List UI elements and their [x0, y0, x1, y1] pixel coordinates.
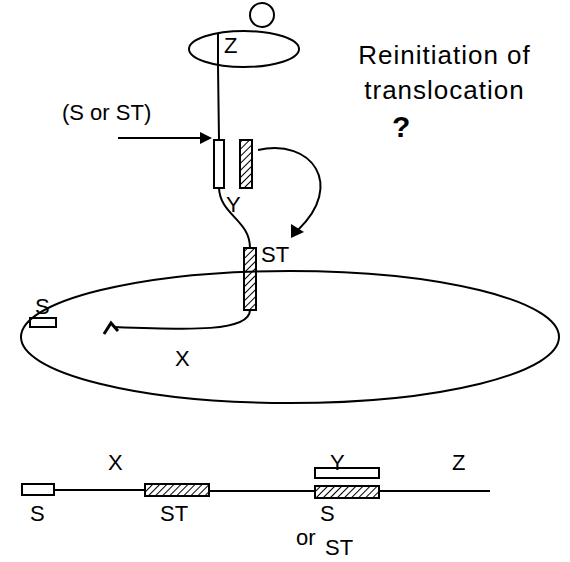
title-note: Reinitiation of translocation [322, 38, 567, 108]
stop-transfer-box [244, 248, 256, 310]
segment-label: ST [160, 503, 188, 525]
cleaved-signal-box [30, 318, 56, 327]
curved-arrow [258, 148, 321, 230]
pointer-arrow [118, 137, 202, 139]
chain-segment [379, 490, 490, 492]
node-text: S [35, 296, 50, 318]
node-text: Z [224, 35, 237, 57]
ribosome-bar [217, 33, 219, 66]
segment-label: or [296, 527, 316, 549]
ellipse-outline [20, 270, 560, 404]
segment-label: Y [330, 452, 345, 474]
chain-segment [54, 489, 145, 491]
chain-end-mark [104, 323, 118, 334]
segment-label: Y [226, 194, 241, 216]
segment-label: S [30, 503, 45, 525]
membrane-compartment: SX [20, 270, 560, 404]
signal-box [214, 140, 224, 188]
ribosome: Z [188, 30, 300, 68]
segment-label: X [108, 452, 123, 474]
stop-transfer-box [240, 140, 252, 188]
signal-box [22, 484, 54, 495]
arrow-head [200, 132, 212, 144]
signal-box [315, 468, 379, 478]
stop-transfer-box [145, 484, 209, 496]
segment-label: S [320, 503, 335, 525]
segment-label: ST [261, 244, 289, 266]
stop-transfer-box [315, 486, 379, 498]
ellipse-outline [21, 271, 559, 403]
segment-label: Z [452, 452, 465, 474]
pointer-label: (S or ST) [62, 102, 151, 124]
ellipse-outline [189, 31, 299, 67]
segment-label: ST [325, 537, 353, 559]
arrow-head [291, 224, 304, 238]
question-mark: ? [392, 112, 410, 142]
node-text: X [175, 348, 190, 370]
chain-segment [209, 490, 315, 492]
ellipse-outline [188, 30, 300, 68]
ribosome-small-subunit [250, 3, 274, 27]
